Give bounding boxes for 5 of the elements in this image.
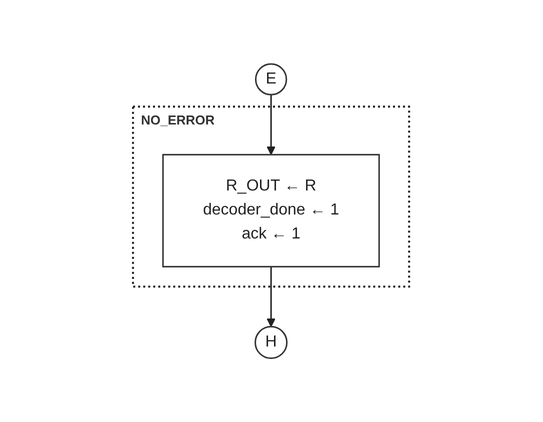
arrow [267,266,276,327]
node-circle: E [255,63,288,96]
node-circle: H [254,326,288,359]
node-box: R_OUT ← R decoder_done ← 1 ack ← 1 [162,154,380,268]
arrow [267,94,276,155]
